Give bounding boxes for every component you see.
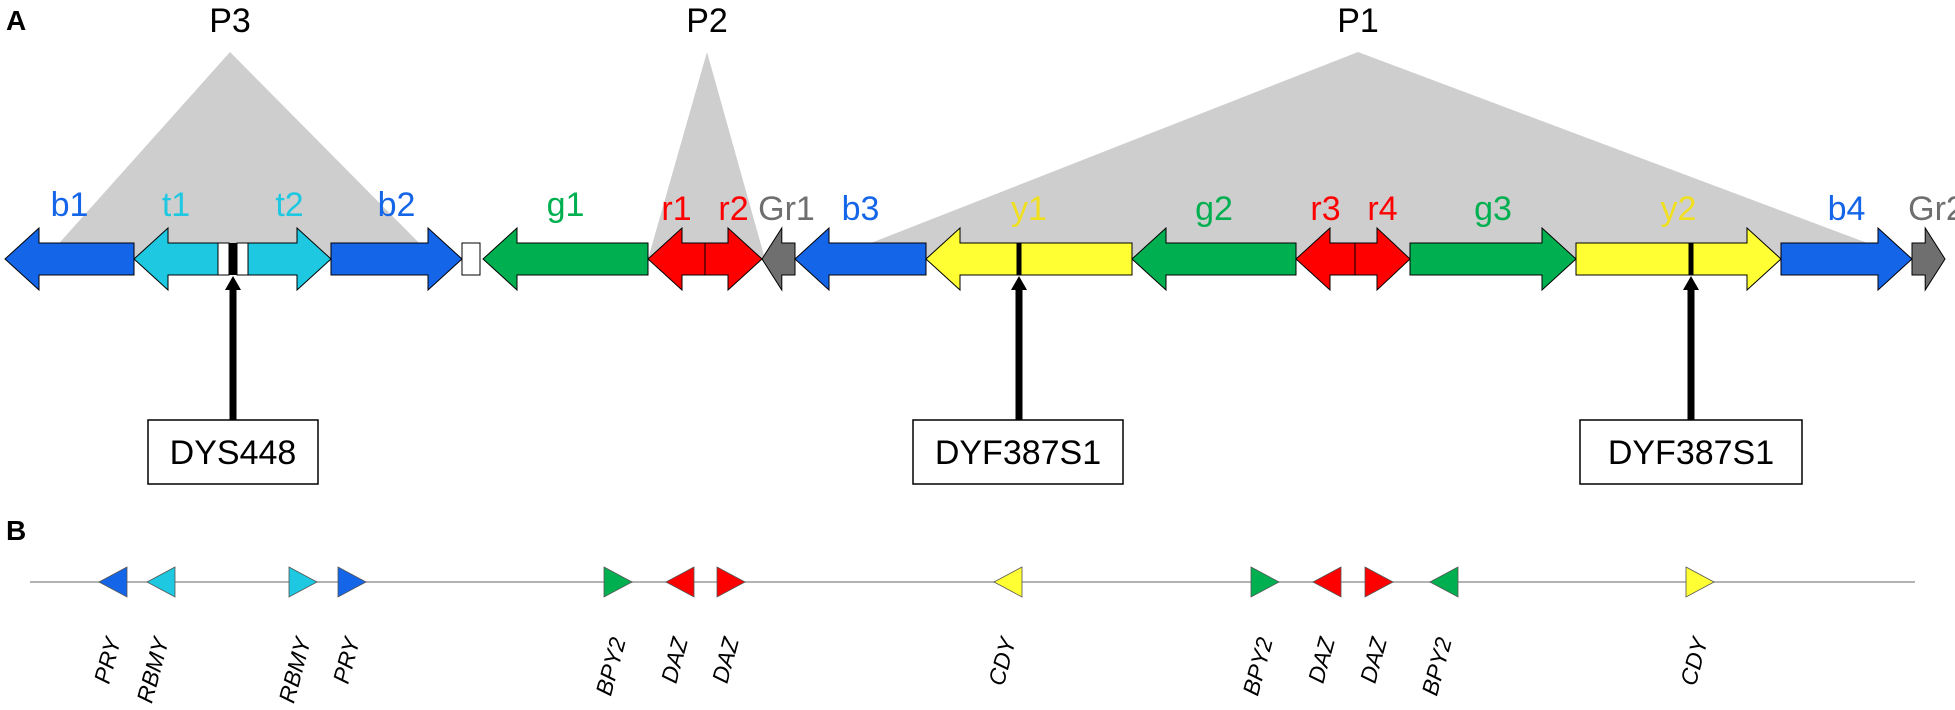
- amplicon-label-t2: t2: [275, 186, 303, 224]
- gene-marker-daz: [1312, 566, 1342, 598]
- amplicon-label-y1: y1: [1011, 190, 1047, 228]
- palindrome-label: P3: [209, 2, 251, 40]
- gene-label: RBMY: [274, 633, 317, 706]
- gene-marker-bpy2: [1429, 566, 1459, 598]
- amplicon-b4-arrow: [1780, 226, 1913, 292]
- gene-label: CDY: [983, 633, 1021, 688]
- gene-label: BPY2: [1237, 634, 1277, 698]
- amplicon-b3-arrow: [794, 226, 927, 292]
- panel-b-label: B: [6, 515, 26, 546]
- amplicon-label-b1: b1: [51, 186, 89, 224]
- marker-arrowhead: [1011, 276, 1027, 290]
- marker-label: DYS448: [170, 434, 297, 472]
- amplicon-g2-arrow: [1131, 226, 1297, 292]
- gene-label: DAZ: [656, 634, 693, 686]
- gene-label: CDY: [1675, 633, 1713, 688]
- gene-label: DAZ: [1303, 634, 1340, 686]
- amplicon-b1-arrow: [4, 226, 135, 292]
- amplicon-arrows: [4, 226, 1946, 292]
- spacer-box: [236, 242, 249, 276]
- gene-label: PRY: [89, 633, 127, 686]
- amplicon-label-gr2: Gr2: [1908, 190, 1955, 228]
- gene-label: RBMY: [132, 633, 175, 706]
- amplicon-t2-arrow: [247, 226, 332, 292]
- palindrome-p1: [830, 52, 1910, 259]
- gene-marker-cdy: [1685, 566, 1715, 598]
- gene-label: PRY: [328, 633, 366, 686]
- marker-arrowhead: [225, 276, 241, 290]
- amplicon-y2-arrow: [1575, 226, 1782, 292]
- palindrome-label: P2: [686, 2, 728, 40]
- amplicon-labels: b1 t1 t2 b2 g1 r1 r2 Gr1 b3 y1 g2 r3 r4 g3 y2 b4 Gr2: [51, 186, 1955, 228]
- gene-marker-bpy2: [603, 566, 633, 598]
- palindrome-p3: [45, 52, 435, 259]
- spacer-box: [461, 242, 481, 276]
- amplicon-b2-arrow: [330, 226, 463, 292]
- amplicon-label-r1: r1: [661, 190, 691, 228]
- gene-marker-daz: [1364, 566, 1394, 598]
- amplicon-label-r3: r3: [1310, 190, 1340, 228]
- gene-marker-rbmy: [288, 566, 318, 598]
- amplicon-label-g3: g3: [1474, 190, 1512, 228]
- amplicon-t1-arrow: [133, 226, 219, 292]
- palindrome-p2: [648, 52, 765, 259]
- amplicon-label-b2: b2: [378, 186, 416, 224]
- palindrome-label: P1: [1337, 2, 1379, 40]
- amplicon-label-r4: r4: [1367, 190, 1397, 228]
- amplicon-label-r2: r2: [718, 190, 748, 228]
- gene-marker-pry: [337, 566, 367, 598]
- marker-label: DYF387S1: [1608, 434, 1774, 472]
- marker-box: [912, 419, 1124, 485]
- amplicon-g3-arrow: [1409, 226, 1577, 292]
- amplicon-gr2-arrow: [1911, 226, 1946, 292]
- amplicon-gr1-arrow: [761, 226, 796, 292]
- marker-box: [1579, 419, 1803, 485]
- amplicon-label-g1: g1: [547, 186, 585, 224]
- gene-label: BPY2: [590, 634, 630, 698]
- amplicon-r2-arrow: [704, 226, 763, 292]
- amplicon-label-y2: y2: [1661, 190, 1697, 228]
- amplicon-r3-arrow: [1295, 226, 1356, 292]
- amplicon-label-gr1: Gr1: [758, 190, 815, 228]
- amplicon-label-b3: b3: [842, 190, 880, 228]
- gene-label: DAZ: [707, 634, 744, 686]
- amplicon-label-b4: b4: [1828, 190, 1866, 228]
- gene-marker-daz: [716, 566, 746, 598]
- amplicon-label-t1: t1: [162, 186, 190, 224]
- marker-arrowhead: [1683, 276, 1699, 290]
- marker-site: [229, 243, 237, 275]
- marker-callouts: DYS448 DYF387S1 DYF387S1: [147, 276, 1803, 485]
- amplicon-y1-arrow: [925, 226, 1133, 292]
- palindrome-triangles: P3 P2 P1: [45, 2, 1910, 259]
- spacer-box: [217, 242, 230, 276]
- gene-label: BPY2: [1416, 634, 1456, 698]
- gene-label: DAZ: [1355, 634, 1392, 686]
- spacer-boxes: [217, 242, 1694, 276]
- gene-marker-daz: [665, 566, 695, 598]
- marker-box: [147, 419, 319, 485]
- amplicon-g1-arrow: [482, 226, 649, 292]
- gene-marker-bpy2: [1250, 566, 1280, 598]
- amplicon-r4-arrow: [1354, 226, 1411, 292]
- panel-a-label: A: [6, 5, 26, 36]
- amplicon-label-g2: g2: [1195, 190, 1233, 228]
- gene-marker-cdy: [993, 566, 1023, 598]
- marker-label: DYF387S1: [935, 434, 1101, 472]
- marker-site: [1016, 243, 1022, 275]
- amplicon-r1-arrow: [647, 226, 706, 292]
- gene-marker-pry: [98, 566, 128, 598]
- marker-site: [1688, 243, 1694, 275]
- gene-marker-rbmy: [146, 566, 176, 598]
